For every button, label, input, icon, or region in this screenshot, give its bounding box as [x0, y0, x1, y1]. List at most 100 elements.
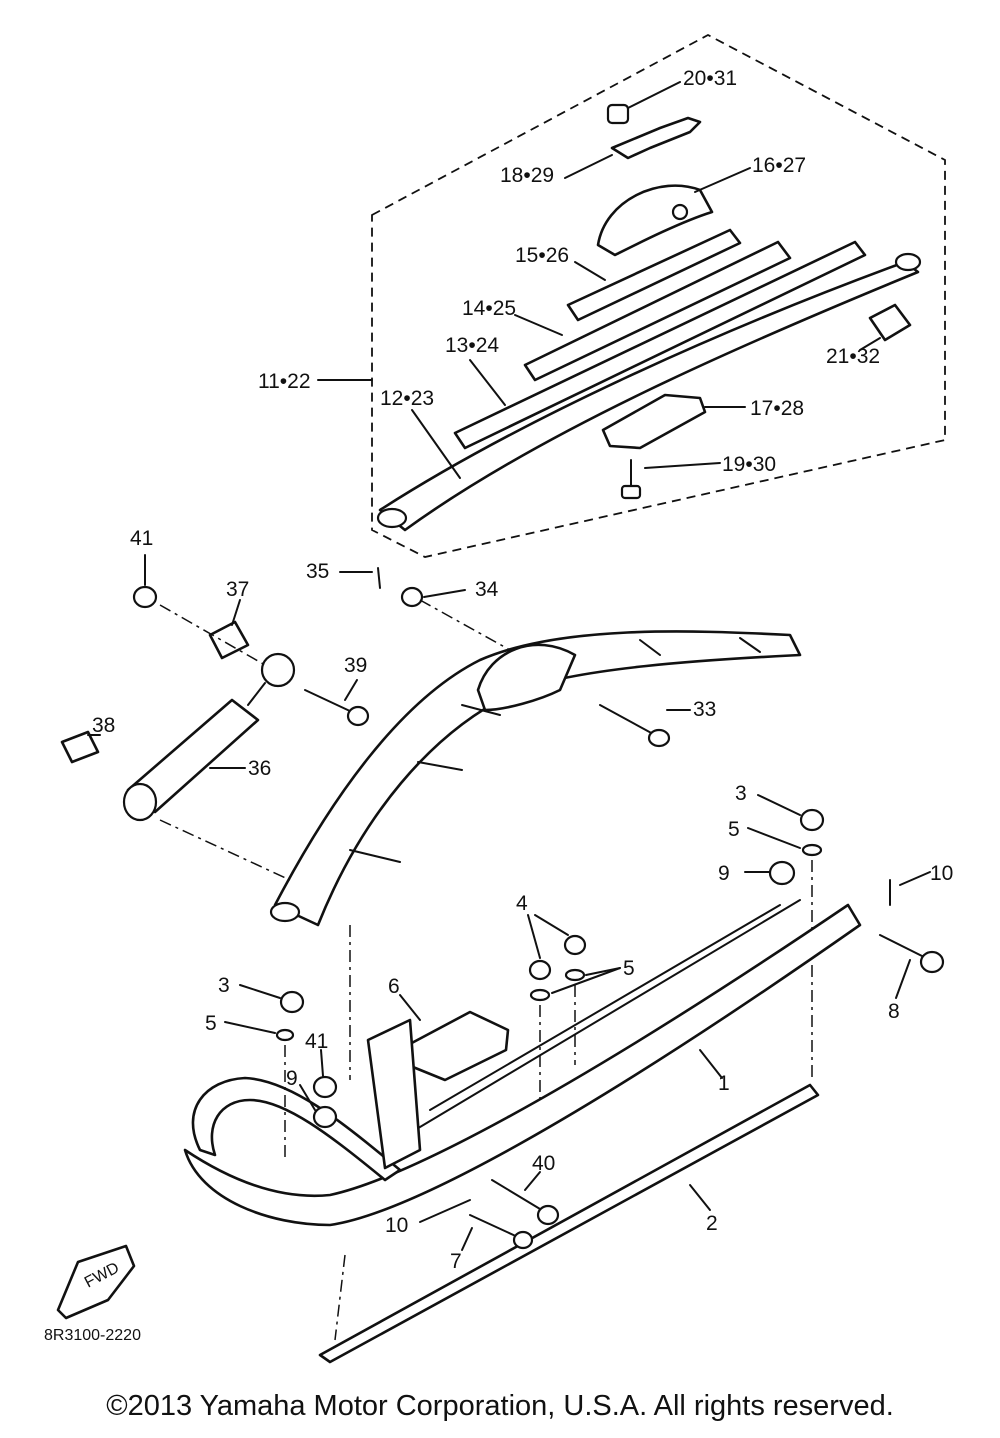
shock-eye-upper	[260, 652, 296, 688]
callout-19-30: 19•30	[722, 453, 776, 476]
callout-14-25: 14•25	[462, 297, 516, 320]
spring-assembled	[273, 630, 802, 927]
ski-body-1	[183, 903, 862, 1227]
leader-9-front	[299, 1084, 316, 1111]
callout-40: 40	[532, 1152, 555, 1175]
leader-21	[859, 337, 881, 351]
leader-10-rear	[899, 871, 931, 886]
nut-3-rear	[799, 808, 825, 832]
nut-9-front	[312, 1105, 338, 1129]
bolt-39-head	[346, 705, 370, 727]
fwd-arrow-icon: FWD	[56, 1244, 136, 1320]
leader-6	[399, 994, 421, 1021]
nut-4b	[528, 959, 552, 981]
washer-5-front	[275, 1028, 295, 1042]
centerline-41	[159, 604, 266, 666]
bolt-7	[469, 1214, 521, 1239]
leader-20	[627, 81, 681, 109]
leader-3-front	[239, 984, 281, 999]
callout-5-front: 5	[205, 1012, 217, 1035]
leaf-spring-15	[566, 228, 742, 322]
leader-2	[689, 1184, 711, 1211]
leaf-eye-front	[376, 507, 408, 529]
callout-41-top: 41	[130, 527, 153, 550]
bolt-40-head	[536, 1204, 560, 1226]
nut-9-rear	[768, 860, 796, 886]
spring-assembly-boundary	[371, 33, 946, 558]
spring-plate-17	[601, 393, 707, 450]
shock-rod	[247, 682, 266, 706]
callout-33: 33	[693, 698, 716, 721]
copyright-notice: ©2013 Yamaha Motor Corporation, U.S.A. A…	[106, 1390, 894, 1422]
leader-39	[344, 679, 358, 701]
leader-7	[461, 1227, 473, 1251]
leader-1	[699, 1049, 723, 1079]
spring-clamp-assembled	[476, 643, 577, 712]
callout-13-24: 13•24	[445, 334, 499, 357]
callout-35: 35	[306, 560, 329, 583]
bolt-39	[304, 689, 353, 713]
centerline-34	[419, 599, 511, 651]
bolt-7-head	[512, 1230, 534, 1250]
leaf-spring-14	[523, 240, 792, 382]
callout-4: 4	[516, 892, 528, 915]
callout-5-mid: 5	[623, 957, 635, 980]
callout-18-29: 18•29	[500, 164, 554, 187]
leader-37	[231, 599, 241, 626]
callout-15-26: 15•26	[515, 244, 569, 267]
callout-16-27: 16•27	[752, 154, 806, 177]
leader-34	[423, 589, 466, 598]
bolt-8-head	[919, 950, 945, 974]
leaf-eye-rear	[894, 252, 922, 272]
leader-5-front	[224, 1021, 276, 1034]
callout-3-rear: 3	[735, 782, 747, 805]
bolt-19-head	[620, 484, 642, 500]
leader-10-front	[419, 1199, 471, 1223]
centerline-runner-front	[334, 1254, 346, 1341]
collar-21	[868, 303, 912, 342]
leaf-spring-13	[453, 240, 867, 450]
callout-36: 36	[248, 757, 271, 780]
bracket-18	[610, 116, 702, 160]
leader-5-rear	[747, 827, 801, 849]
callout-20-31: 20•31	[683, 67, 737, 90]
nut-41-top	[132, 585, 158, 609]
spring-step-2	[417, 761, 463, 771]
spring-step-3	[461, 704, 501, 716]
nut-4a	[563, 934, 587, 956]
nut-41-front	[312, 1075, 338, 1099]
callout-11-22: 11•22	[258, 370, 311, 393]
leader-16	[694, 167, 751, 193]
leader-12	[411, 409, 461, 479]
shock-eye-lower	[122, 782, 158, 822]
washer-5-mid-b	[529, 988, 551, 1002]
callout-7: 7	[450, 1250, 462, 1273]
spindle-bracket	[366, 1018, 422, 1170]
nut-20	[606, 103, 630, 125]
collar-37	[208, 620, 250, 660]
figure-code: 8R3100-2220	[44, 1327, 141, 1344]
leader-18	[564, 154, 613, 179]
screw-35	[377, 567, 381, 589]
nut-3-front	[279, 990, 305, 1014]
leader-41-front	[320, 1049, 324, 1077]
callout-5-rear: 5	[728, 818, 740, 841]
callout-10-front: 10	[385, 1214, 408, 1237]
ski-rail-2	[429, 904, 781, 1111]
leader-4b	[534, 914, 569, 936]
spring-step-5	[739, 637, 761, 653]
leaf-spring-main	[378, 260, 920, 532]
callout-38: 38	[92, 714, 115, 737]
spring-step-1	[349, 849, 401, 863]
nut-34	[400, 586, 424, 608]
leader-8	[895, 959, 911, 999]
spring-step-4	[639, 639, 661, 656]
callout-2: 2	[706, 1212, 718, 1235]
leader-5-mid-b	[551, 967, 621, 994]
bolt-33-head	[647, 728, 671, 748]
callout-6: 6	[388, 975, 400, 998]
leader-13	[469, 359, 506, 406]
runner-2	[318, 1083, 820, 1364]
callout-10-rear: 10	[930, 862, 953, 885]
